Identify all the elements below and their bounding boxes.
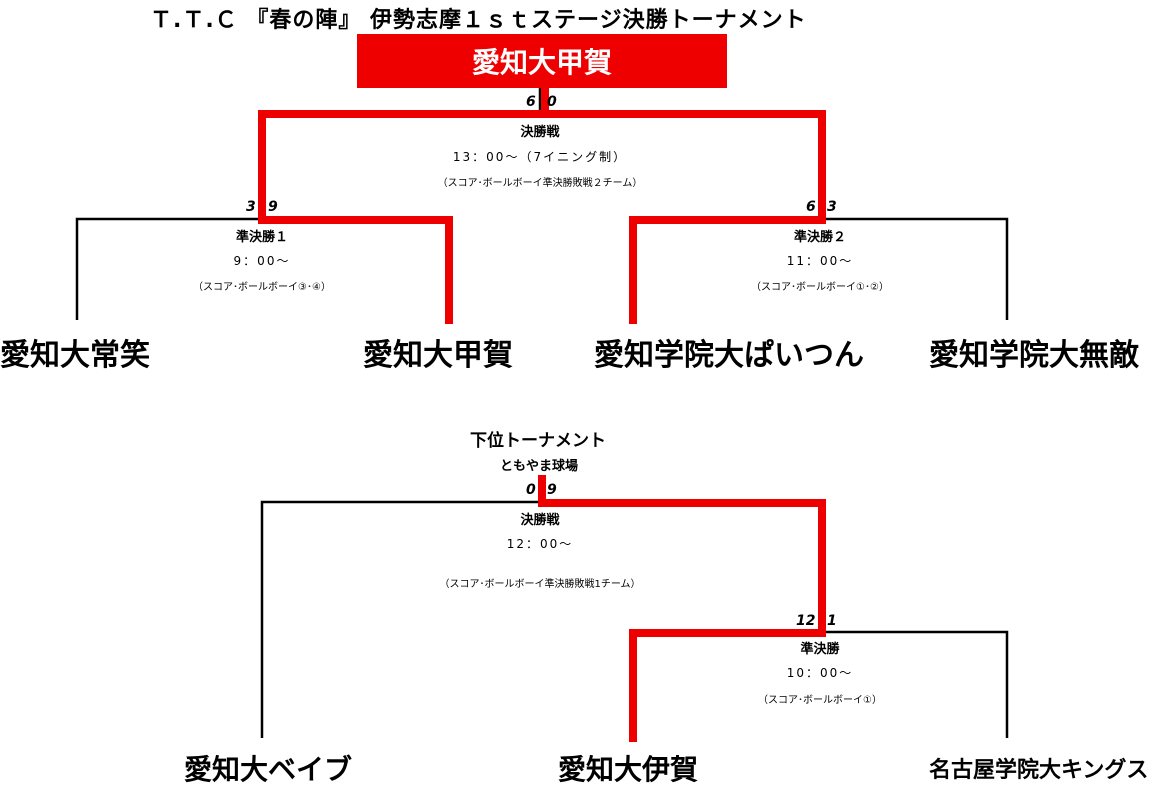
- lower-final-time: 12：00～: [506, 537, 574, 551]
- page-title: Ｔ.Ｔ.Ｃ 『春の陣』 伊勢志摩１ｓｔステージ決勝トーナメント: [150, 8, 807, 33]
- team-lower-3: 名古屋学院大キングス: [929, 758, 1149, 783]
- team-upper-3: 愛知学院大ぱいつん: [594, 338, 864, 373]
- upper-bracket-winner-path: [258, 88, 826, 324]
- semi1-round: 準決勝１: [235, 230, 288, 245]
- lower-semi-round: 準決勝: [800, 642, 840, 657]
- lower-final-score-left: 0: [526, 482, 536, 498]
- lower-header: 下位トーナメント: [470, 431, 606, 451]
- team-upper-2: 愛知大甲賀: [363, 338, 513, 373]
- lower-semi-time: 10：00～: [786, 666, 854, 680]
- semi1-time: 9：00～: [233, 254, 291, 268]
- lower-final-note: （スコア･ボールボーイ準決勝敗戦1チーム）: [439, 579, 641, 590]
- upper-final-round: 決勝戦: [520, 125, 560, 140]
- champion-box: 愛知大甲賀: [357, 34, 727, 88]
- lower-final-score-right: 9: [547, 482, 557, 498]
- semi2-round: 準決勝２: [793, 230, 846, 245]
- team-lower-2: 愛知大伊賀: [558, 753, 699, 786]
- upper-final-note: （スコア･ボールボーイ準決勝敗戦２チーム）: [437, 178, 643, 189]
- semi1-score-left: 3: [246, 199, 256, 215]
- upper-final-time: 13：00～（7イニング制）: [452, 150, 628, 164]
- team-upper-1: 愛知大常笑: [0, 338, 150, 373]
- semi2-note: （スコア･ボールボーイ①･②）: [751, 282, 889, 293]
- lower-semi-note: （スコア･ボールボーイ①）: [758, 695, 882, 706]
- lower-semi-score-right: 1: [827, 613, 837, 629]
- lower-semi-score-left: 12: [796, 613, 816, 629]
- lower-venue: ともやま球場: [500, 459, 579, 474]
- semi2-score-right: 3: [827, 199, 837, 215]
- lower-final-round: 決勝戦: [520, 513, 560, 528]
- team-upper-4: 愛知学院大無敵: [929, 338, 1139, 373]
- semi1-note: （スコア･ボールボーイ③･④）: [193, 282, 331, 293]
- upper-final-score-left: 6: [526, 94, 536, 110]
- team-lower-1: 愛知大ベイブ: [184, 753, 353, 786]
- semi2-time: 11：00～: [786, 254, 854, 268]
- semi2-score-left: 6: [806, 199, 816, 215]
- upper-final-score-right: 0: [547, 94, 557, 110]
- lower-bracket-winner-path: [538, 475, 826, 742]
- semi1-score-right: 9: [268, 199, 278, 215]
